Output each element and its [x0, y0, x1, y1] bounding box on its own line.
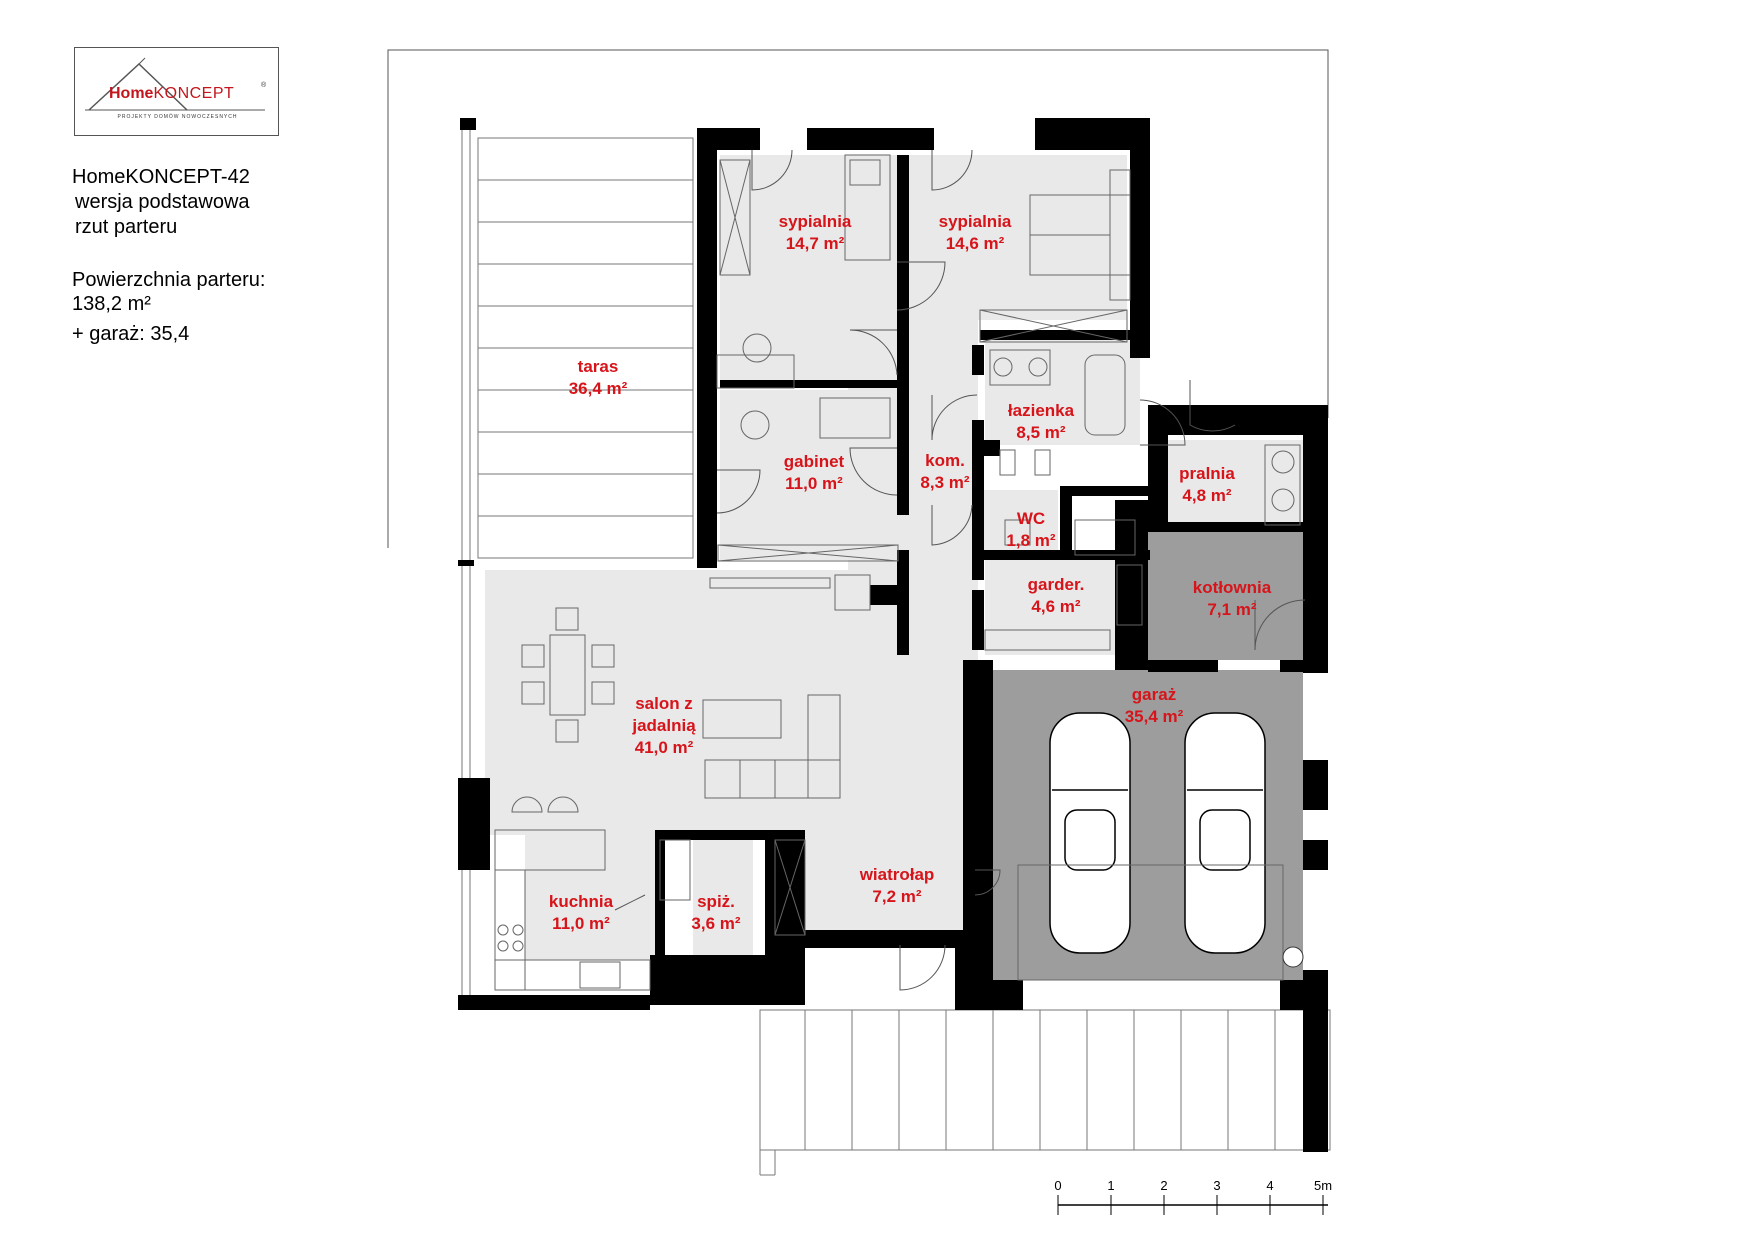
garage-area: + garaż: 35,4: [72, 323, 190, 345]
room-area: 36,4 m²: [568, 379, 628, 398]
room-area: 8,3 m²: [920, 473, 970, 492]
room-name: sypialnia: [778, 212, 852, 231]
room-area: 7,2 m²: [872, 887, 922, 906]
scale-label: 5m: [1313, 1178, 1333, 1193]
scale-label: 3: [1213, 1178, 1221, 1193]
logo-tagline: PROJEKTY DOMÓW NOWOCZESNYCH: [117, 114, 238, 120]
room-name: kom.: [925, 451, 965, 470]
scale-label: 2: [1160, 1178, 1168, 1193]
cabinet: [717, 544, 899, 562]
scale-label: 4: [1266, 1178, 1274, 1193]
room-name: WC: [1016, 509, 1046, 528]
room-name: gabinet: [783, 452, 845, 471]
wardrobe-4: [774, 839, 806, 936]
room-area: 35,4 m²: [1124, 707, 1184, 726]
room-name: garaż: [1131, 685, 1177, 704]
kitchen-island: [494, 829, 606, 871]
garage-marking: [1017, 864, 1284, 981]
room-salon: salon z jadalnią 41,0 m²: [632, 693, 695, 759]
scale-label: 0: [1054, 1178, 1062, 1193]
room-name: pralnia: [1179, 464, 1235, 483]
boiler-room-floor: [1148, 530, 1303, 660]
room-name: taras: [577, 357, 619, 376]
scale-label: 1: [1107, 1178, 1115, 1193]
room-area: 7,1 m²: [1207, 600, 1257, 619]
project-version: wersja podstawowa: [75, 191, 250, 213]
room-spiz: spiż. 3,6 m²: [691, 891, 740, 935]
wardrobe-1: [719, 159, 751, 276]
garage-drain-icon: [1282, 946, 1304, 968]
room-gabinet: gabinet 11,0 m²: [784, 451, 844, 495]
room-name: łazienka: [1007, 401, 1075, 420]
project-view: rzut parteru: [75, 216, 178, 238]
coffee-table: [702, 699, 782, 739]
room-kuchnia: kuchnia 11,0 m²: [549, 891, 613, 935]
room-name: sypialnia: [938, 212, 1012, 231]
area-value: 138,2 m²: [72, 293, 151, 315]
fireplace: [834, 574, 871, 611]
room-wiatrolap: wiatrołap 7,2 m²: [860, 864, 935, 908]
entrance-deck: [759, 1009, 1331, 1176]
shower: [1074, 519, 1136, 556]
room-name: kuchnia: [548, 892, 614, 911]
room-area: 8,5 m²: [1016, 423, 1066, 442]
pantry-shelf: [659, 839, 691, 901]
furniture: [494, 154, 1301, 991]
room-area: 1,8 m²: [1006, 531, 1056, 550]
project-name: HomeKONCEPT-42: [72, 166, 250, 188]
room-sypialnia-1: sypialnia 14,7 m²: [779, 211, 852, 255]
room-area: 4,6 m²: [1031, 597, 1081, 616]
room-area: 3,6 m²: [691, 914, 741, 933]
room-name: spiż.: [697, 892, 735, 911]
walls: [458, 118, 1328, 1152]
area-label: Powierzchnia parteru:: [72, 269, 266, 291]
room-name-2: jadalnią: [632, 716, 696, 735]
room-area: 41,0 m²: [634, 738, 694, 757]
floor-fills: [485, 155, 1303, 980]
house-roof-icon: [85, 57, 265, 111]
fireplace-bench: [709, 577, 831, 589]
room-garaz: garaż 35,4 m²: [1125, 684, 1184, 728]
room-sypialnia-2: sypialnia 14,6 m²: [939, 211, 1012, 255]
room-kom: kom. 8,3 m²: [920, 450, 969, 494]
site-outline: [387, 49, 1329, 548]
room-name: salon z: [635, 694, 693, 713]
logo-koncept-text: KONCEPT: [153, 85, 235, 102]
door-swings: [614, 149, 1306, 991]
logo: HomeKONCEPT ® PROJEKTY DOMÓW NOWOCZESNYC…: [74, 47, 279, 136]
wardrobe-2: [979, 309, 1128, 343]
room-taras: taras 36,4 m²: [569, 356, 628, 400]
washer-dryer: [1264, 444, 1301, 526]
logo-home-text: Home: [109, 85, 154, 102]
room-area: 4,8 m²: [1182, 486, 1232, 505]
registered-mark: ®: [261, 82, 267, 89]
bathtub: [1084, 354, 1126, 436]
room-name: garder.: [1027, 575, 1085, 594]
wardrobe-3: [984, 629, 1111, 651]
wc-bowl: [1004, 519, 1031, 546]
room-area: 11,0 m²: [552, 914, 610, 933]
sofa-small: [819, 397, 891, 439]
room-name: kotłownia: [1192, 578, 1272, 597]
sink-counter: [989, 349, 1051, 386]
car-icons: [1049, 712, 1266, 954]
dining-table: [549, 634, 586, 716]
room-pralnia: pralnia 4,8 m²: [1179, 463, 1235, 507]
room-wc: WC 1,8 m²: [1006, 508, 1055, 552]
room-area: 11,0 m²: [785, 474, 843, 493]
desk-1: [716, 354, 795, 389]
room-kotlownia: kotłownia 7,1 m²: [1193, 577, 1271, 621]
kitchen-sink: [579, 961, 621, 989]
room-lazienka: łazienka 8,5 m²: [1008, 400, 1074, 444]
room-name: wiatrołap: [859, 865, 935, 884]
room-area: 14,6 m²: [945, 234, 1005, 253]
room-garder: garder. 4,6 m²: [1028, 574, 1085, 618]
bed-single: [844, 154, 891, 261]
logo-wordmark: HomeKONCEPT: [109, 86, 234, 102]
room-area: 14,7 m²: [785, 234, 845, 253]
